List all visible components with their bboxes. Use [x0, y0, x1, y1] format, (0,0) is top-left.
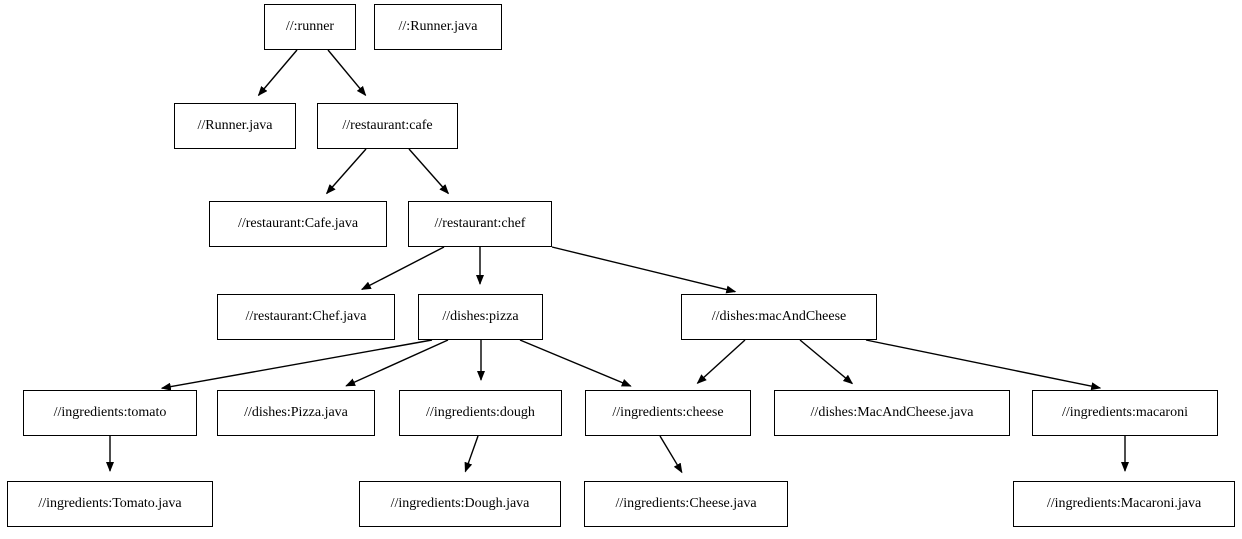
graph-node-ing_cheese[interactable]: //ingredients:cheese — [585, 390, 751, 436]
graph-node-dishes_mac[interactable]: //dishes:macAndCheese — [681, 294, 877, 340]
graph-node-dough_java[interactable]: //ingredients:Dough.java — [359, 481, 561, 527]
graph-node-label: //ingredients:tomato — [53, 405, 167, 420]
graph-node-label: //:Runner.java — [398, 19, 478, 34]
graph-node-chef_java[interactable]: //restaurant:Chef.java — [217, 294, 395, 340]
graph-node-label: //:runner — [285, 19, 335, 34]
graph-node-ing_macaroni[interactable]: //ingredients:macaroni — [1032, 390, 1218, 436]
graph-node-runner[interactable]: //:runner — [264, 4, 356, 50]
graph-node-label: //restaurant:chef — [434, 216, 526, 231]
graph-node-label: //dishes:pizza — [442, 309, 519, 324]
graph-node-cafe_java[interactable]: //restaurant:Cafe.java — [209, 201, 387, 247]
graph-node-label: //ingredients:dough — [426, 405, 535, 420]
graph-node-label: //ingredients:Macaroni.java — [1046, 496, 1202, 511]
graph-node-mac_java[interactable]: //dishes:MacAndCheese.java — [774, 390, 1010, 436]
graph-node-dishes_pizza[interactable]: //dishes:pizza — [418, 294, 543, 340]
graph-node-label: //restaurant:cafe — [342, 118, 433, 133]
graph-node-pizza_java[interactable]: //dishes:Pizza.java — [217, 390, 375, 436]
graph-node-label: //dishes:macAndCheese — [711, 309, 847, 324]
graph-node-ing_tomato[interactable]: //ingredients:tomato — [23, 390, 197, 436]
graph-node-restaurant_chef[interactable]: //restaurant:chef — [408, 201, 552, 247]
graph-node-label: //ingredients:Tomato.java — [38, 496, 182, 511]
graph-node-ing_dough[interactable]: //ingredients:dough — [399, 390, 562, 436]
graph-node-label: //ingredients:Dough.java — [390, 496, 530, 511]
graph-node-label: //Runner.java — [197, 118, 273, 133]
graph-node-label: //ingredients:Cheese.java — [615, 496, 757, 511]
graph-node-runner_java[interactable]: //Runner.java — [174, 103, 296, 149]
graph-node-label: //ingredients:cheese — [612, 405, 724, 420]
graph-node-macaroni_java[interactable]: //ingredients:Macaroni.java — [1013, 481, 1235, 527]
graph-node-restaurant_cafe[interactable]: //restaurant:cafe — [317, 103, 458, 149]
graph-node-tomato_java[interactable]: //ingredients:Tomato.java — [7, 481, 213, 527]
graph-node-label: //dishes:Pizza.java — [244, 405, 348, 420]
graph-node-label: //restaurant:Cafe.java — [237, 216, 359, 231]
graph-node-label: //ingredients:macaroni — [1062, 405, 1188, 420]
graph-node-runner_java_root[interactable]: //:Runner.java — [374, 4, 502, 50]
graph-node-label: //restaurant:Chef.java — [245, 309, 367, 324]
graph-node-label: //dishes:MacAndCheese.java — [810, 405, 974, 420]
graph-node-cheese_java[interactable]: //ingredients:Cheese.java — [584, 481, 788, 527]
